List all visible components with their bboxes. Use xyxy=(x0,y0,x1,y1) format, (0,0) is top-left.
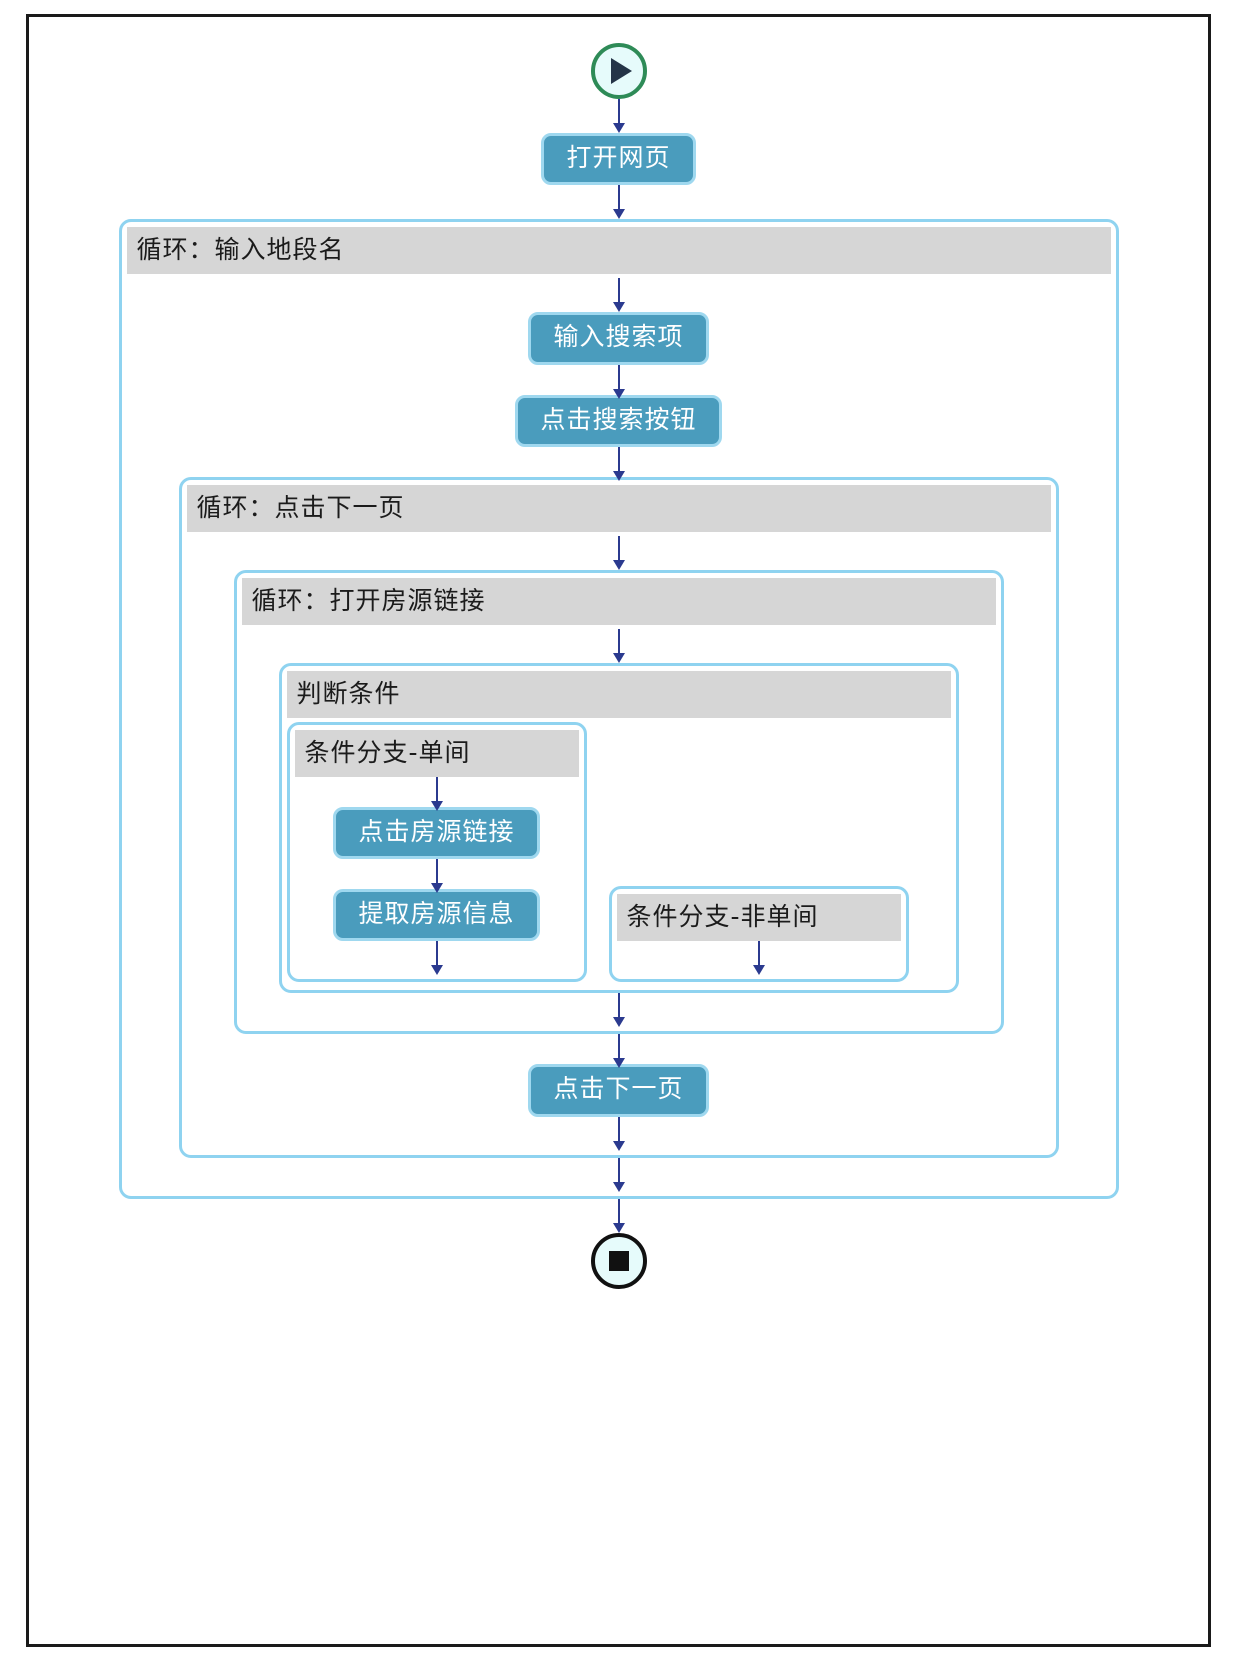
loop-block-open-listing-link[interactable]: 循环：打开房源链接 判断条件 xyxy=(233,569,1004,1035)
arrow-connector xyxy=(610,278,628,313)
arrow-connector xyxy=(610,628,628,663)
arrow-connector xyxy=(610,535,628,570)
condition-branches: 条件分支-单间 点击房源链接 提取房源信息 xyxy=(286,718,951,983)
start-node[interactable] xyxy=(590,43,647,99)
loop-block-input-district[interactable]: 循环：输入地段名 输入搜索项 点击搜索按钮 循环：点击下一页 xyxy=(118,219,1119,1199)
loop-body-input-district: 输入搜索项 点击搜索按钮 循环：点击下一页 循环：打开房源链接 xyxy=(127,274,1111,1192)
node-extract-listing-info[interactable]: 提取房源信息 xyxy=(333,889,540,942)
branch-body-single-room: 点击房源链接 提取房源信息 xyxy=(295,776,579,976)
arrow-connector xyxy=(428,941,446,976)
branch-block-single-room[interactable]: 条件分支-单间 点击房源链接 提取房源信息 xyxy=(286,721,587,983)
loop-body-open-listing-link: 判断条件 条件分支-单间 点击房源链接 xyxy=(242,625,996,1028)
play-icon xyxy=(611,58,632,84)
arrow-connector xyxy=(428,776,446,811)
condition-header: 判断条件 xyxy=(286,670,951,718)
node-click-listing-link[interactable]: 点击房源链接 xyxy=(333,806,540,859)
stop-icon xyxy=(608,1250,629,1271)
loop-header-open-listing-link: 循环：打开房源链接 xyxy=(241,577,996,625)
arrow-connector xyxy=(610,1157,628,1192)
arrow-connector xyxy=(750,941,768,976)
arrow-connector xyxy=(610,993,628,1028)
node-input-search-term[interactable]: 输入搜索项 xyxy=(528,312,709,365)
node-open-page[interactable]: 打开网页 xyxy=(541,133,696,186)
arrow-connector xyxy=(428,859,446,893)
branch-header-non-single-room: 条件分支-非单间 xyxy=(616,894,901,942)
loop-block-click-next-page[interactable]: 循环：点击下一页 循环：打开房源链接 判断条件 xyxy=(178,476,1059,1158)
loop-header-input-district: 循环：输入地段名 xyxy=(126,227,1111,275)
branch-block-non-single-room[interactable]: 条件分支-非单间 xyxy=(608,886,909,983)
branch-header-single-room: 条件分支-单间 xyxy=(294,729,579,777)
arrow-connector xyxy=(610,1116,628,1151)
node-click-search-button[interactable]: 点击搜索按钮 xyxy=(515,394,722,447)
arrow-connector xyxy=(610,99,628,133)
branch-body-non-single-room xyxy=(617,941,901,976)
diagram-page-frame: 打开网页 循环：输入地段名 输入搜索项 点击搜索按钮 循环：点击下一页 xyxy=(26,14,1211,1647)
node-click-next-page[interactable]: 点击下一页 xyxy=(528,1064,709,1117)
condition-block[interactable]: 判断条件 条件分支-单间 点击房源链接 xyxy=(278,662,959,994)
arrow-connector xyxy=(610,185,628,220)
arrow-connector xyxy=(610,1198,628,1233)
arrow-connector xyxy=(610,1034,628,1069)
loop-header-click-next-page: 循环：点击下一页 xyxy=(186,484,1051,532)
loop-body-click-next-page: 循环：打开房源链接 判断条件 xyxy=(187,532,1051,1151)
end-node[interactable] xyxy=(590,1232,647,1289)
arrow-connector xyxy=(610,446,628,481)
flowchart-root: 打开网页 循环：输入地段名 输入搜索项 点击搜索按钮 循环：点击下一页 xyxy=(29,17,1208,1644)
arrow-connector xyxy=(610,364,628,399)
